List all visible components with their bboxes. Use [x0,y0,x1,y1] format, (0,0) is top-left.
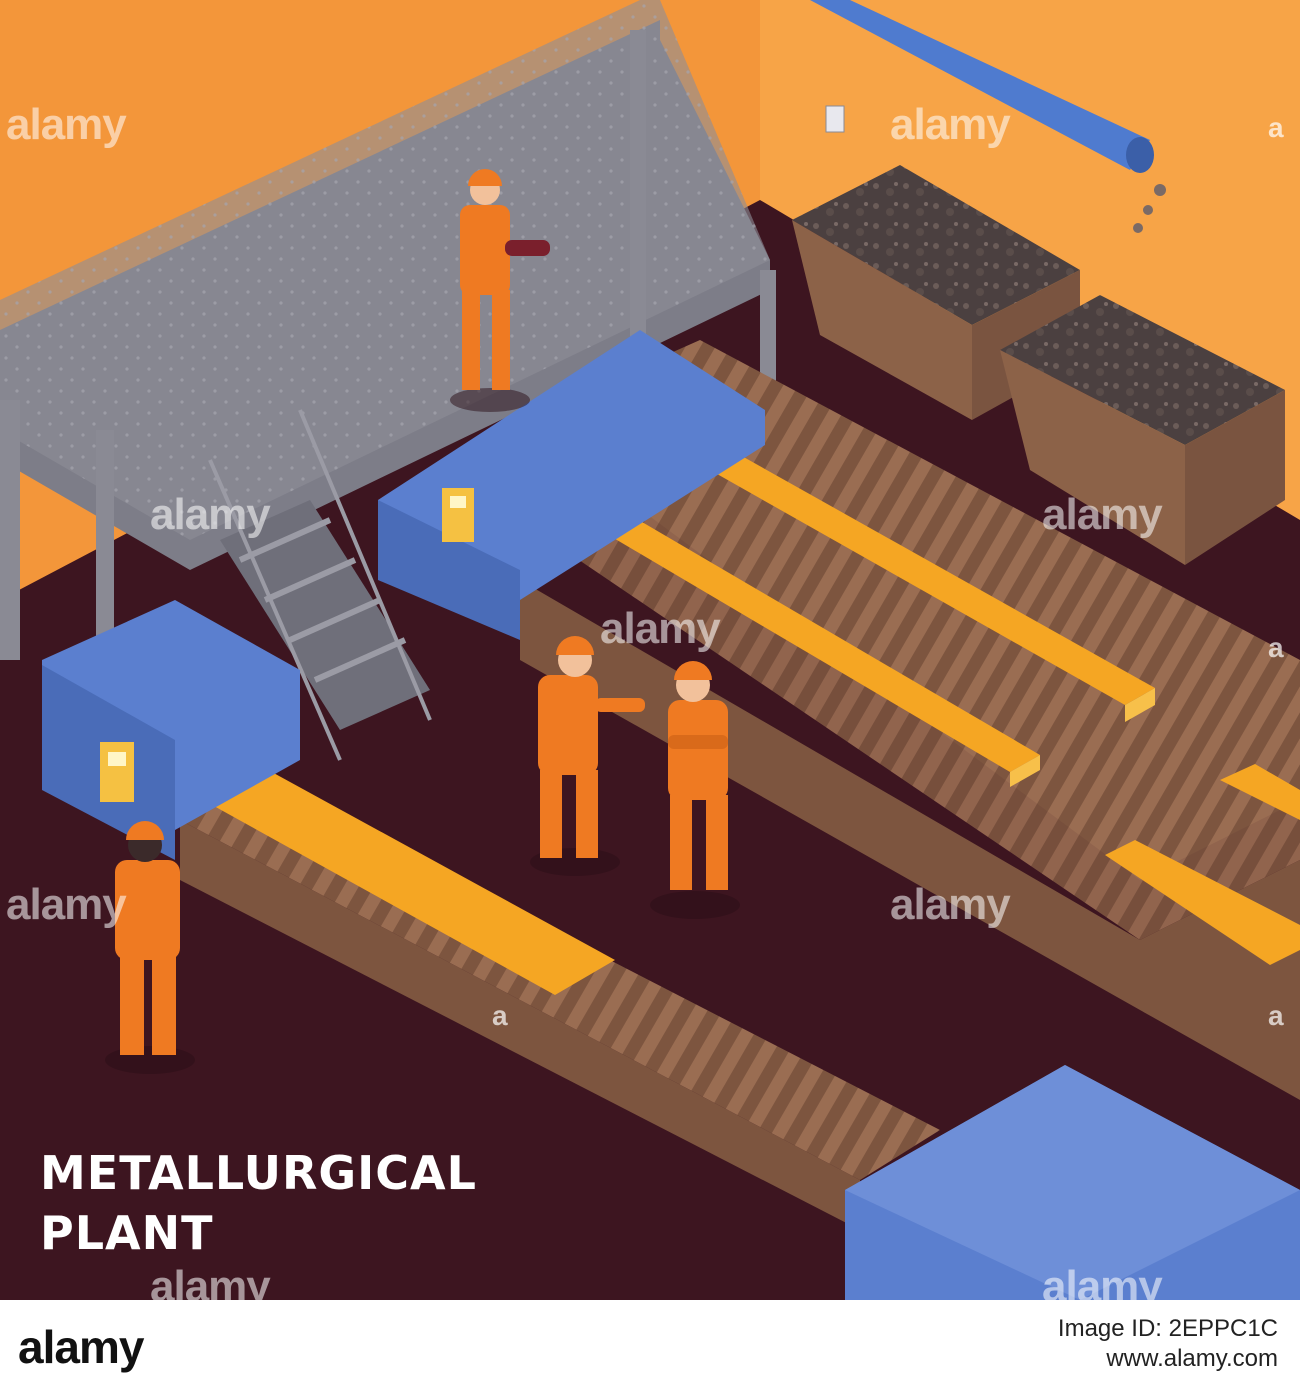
elevated-walkway [0,0,776,690]
walkway-stairs [208,409,432,761]
worker-pointing [530,636,645,876]
worker-arms-crossed [650,661,740,919]
title-line-1: METALLURGICAL [40,1146,477,1200]
watermark-a-icon: a [1268,112,1284,143]
worker-standing [105,821,195,1074]
wall-switch-box [825,105,845,133]
footer-image-id: Image ID: 2EPPC1C [1057,1315,1278,1342]
conveyor-line-near [180,760,940,1230]
rolling-machine-lower [42,600,300,860]
blue-crate [845,1065,1300,1300]
metallurgical-plant-scene [0,0,1300,1300]
footer-image-info: Image ID: 2EPPC1C www.alamy.com [1058,1314,1278,1374]
watermark-a-icon: a [492,1000,508,1031]
ore-chute [810,0,1166,233]
stock-footer: alamy Image ID: 2EPPC1C www.alamy.com [0,1300,1300,1390]
worker-on-walkway [450,169,550,412]
control-panel-icon [100,742,134,802]
rolling-machine-upper [378,330,765,640]
footer-url: www.alamy.com [1106,1345,1278,1372]
hot-metal-bars [600,455,1300,965]
footer-brand-logo: alamy [18,1321,144,1373]
watermark-a-icon: a [1268,632,1284,663]
watermark-a-icon: a [1268,1000,1284,1031]
title-line-2: PLANT [40,1206,214,1260]
ore-cart-2 [1000,295,1285,565]
